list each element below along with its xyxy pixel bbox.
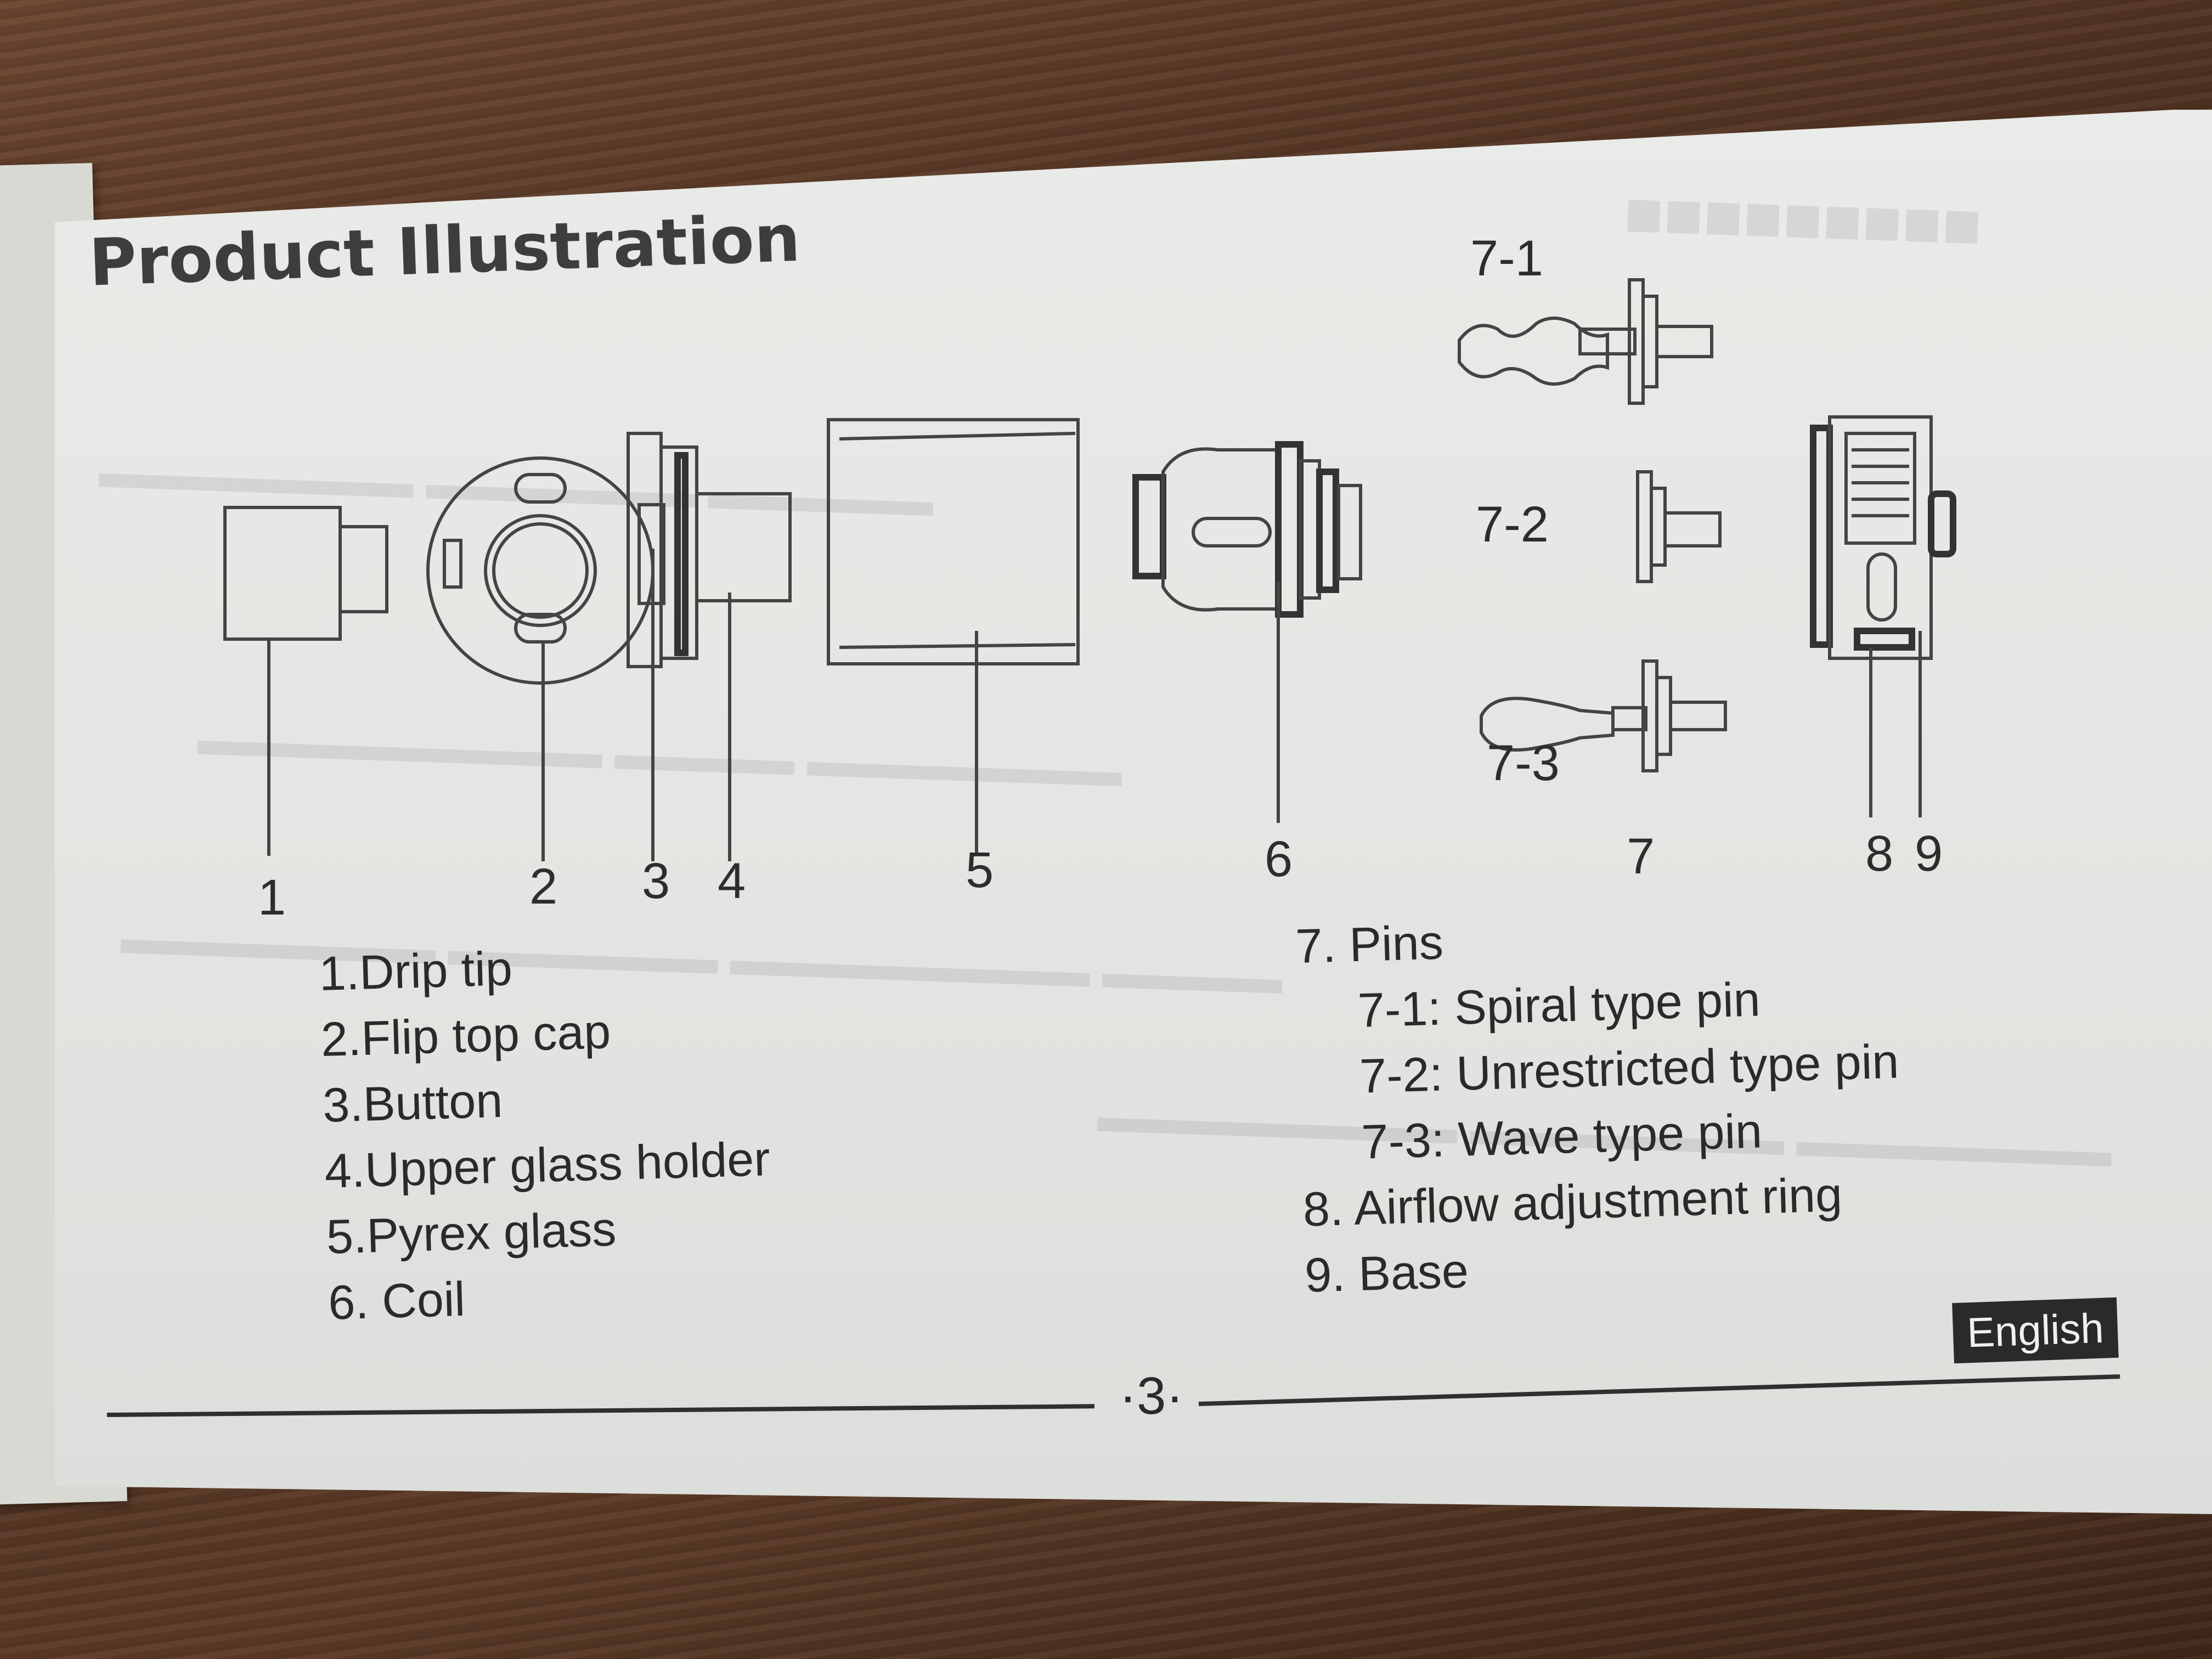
callout-8: 8 — [1865, 826, 1894, 882]
callout-7: 7 — [1627, 828, 1655, 884]
drip-tip-drawing — [223, 506, 388, 856]
language-badge: English — [1952, 1297, 2119, 1364]
part-button: 3.Button — [321, 1073, 504, 1132]
part-pyrex-glass: 5.Pyrex glass — [325, 1201, 617, 1264]
wave-pin-drawing — [1480, 659, 1727, 772]
spiral-pin-drawing — [1458, 278, 1713, 405]
callout-4: 4 — [718, 853, 746, 909]
pyrex-glass-drawing — [827, 418, 1080, 856]
manual-page: ■■■■■■■■■ ▬▬▬▬▬ ▬▬▬▬▬▬ ▬▬▬▬▬▬▬ ▬▬▬▬▬▬▬ ▬… — [55, 110, 2212, 1514]
coil-drawing — [1132, 441, 1362, 823]
callout-7-1: 7-1 — [1470, 230, 1543, 286]
callout-6: 6 — [1265, 831, 1293, 887]
unrestricted-pin-drawing — [1636, 470, 1722, 583]
callout-9: 9 — [1915, 826, 1943, 882]
part-upper-glass-holder: 4.Upper glass holder — [324, 1131, 771, 1198]
callout-5: 5 — [966, 842, 994, 898]
callout-2: 2 — [529, 859, 558, 915]
callout-1: 1 — [258, 870, 286, 926]
callout-3: 3 — [642, 853, 670, 909]
parts-list-right: 7. Pins 7-1: Spiral type pin 7-2: Unrest… — [1295, 896, 1905, 1308]
flip-top-cap-drawing — [426, 456, 654, 861]
parts-list-left: 1.Drip tip 2.Flip top cap 3.Button 4.Upp… — [318, 928, 775, 1335]
part-flip-top-cap: 2.Flip top cap — [320, 1004, 612, 1066]
page-number: ·3· — [1119, 1367, 1184, 1425]
callout-7-2: 7-2 — [1476, 496, 1549, 552]
callout-7-3: 7-3 — [1487, 735, 1560, 791]
base-airflow-ring-drawing — [1810, 415, 1956, 817]
part-coil: 6. Coil — [328, 1271, 466, 1330]
part-drip-tip: 1.Drip tip — [318, 941, 514, 1001]
upper-glass-holder-drawing — [627, 432, 792, 861]
